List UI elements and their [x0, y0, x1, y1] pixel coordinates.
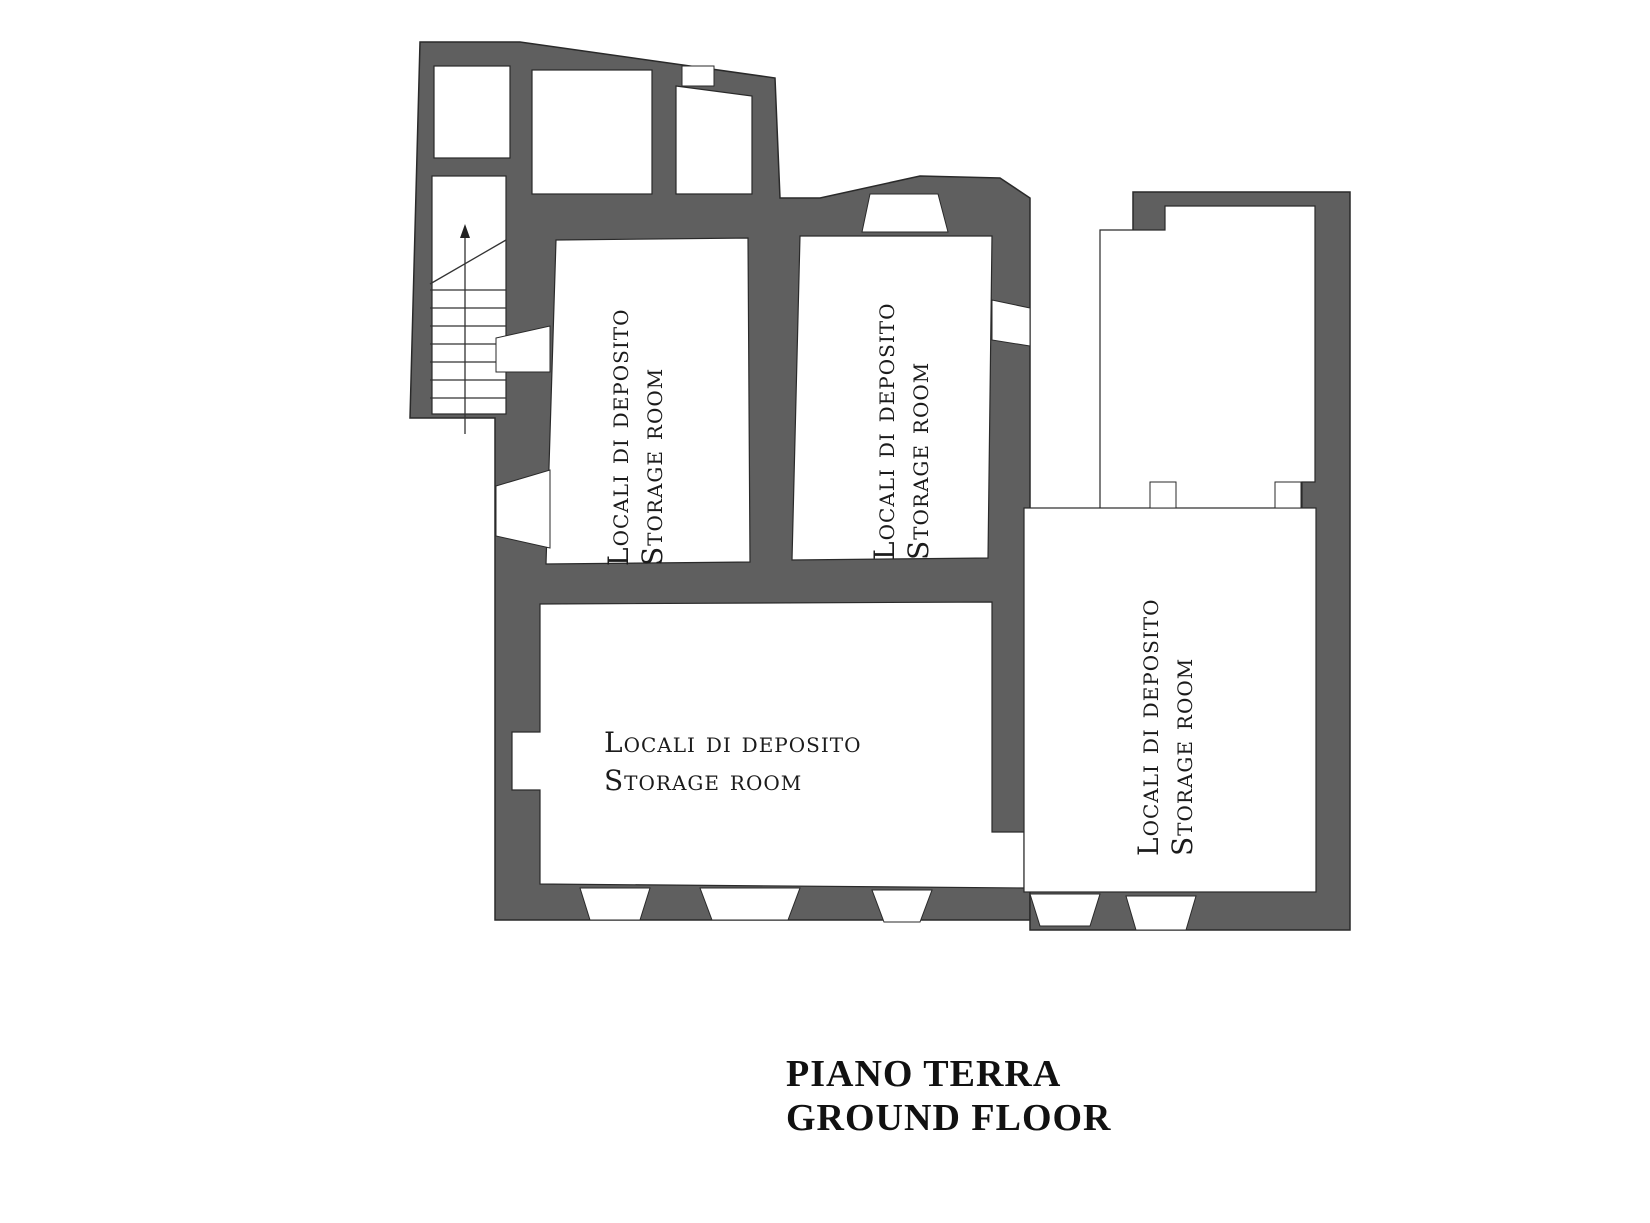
- door-opening: [579, 887, 651, 921]
- right-upper-room: [1099, 205, 1316, 511]
- door-opening: [1029, 893, 1101, 927]
- annex-room-2: [531, 69, 653, 195]
- door-opening: [1149, 481, 1177, 509]
- room-2-label-line2: Storage room: [902, 362, 935, 560]
- room-4-label-line2: Storage room: [1166, 658, 1199, 856]
- door-opening: [1274, 481, 1302, 509]
- window-opening: [495, 469, 551, 549]
- window-opening: [681, 65, 715, 87]
- floor-title: PIANO TERRA GROUND FLOOR: [786, 1052, 1112, 1140]
- storage-room-3: [511, 601, 1025, 889]
- stair-room: [431, 175, 507, 415]
- annex-room-1: [433, 65, 511, 159]
- storage-room-1: [545, 237, 751, 565]
- window-opening: [991, 299, 1031, 347]
- door-opening: [871, 889, 933, 923]
- room-3-label-line2: Storage room: [604, 764, 802, 797]
- stair-arrow-icon: [460, 224, 470, 238]
- room-1-label-line2: Storage room: [636, 368, 669, 566]
- floor-title-italian: PIANO TERRA: [786, 1053, 1062, 1095]
- door-opening: [1125, 895, 1197, 931]
- room-2-label-line1: Locali di deposito: [868, 303, 901, 560]
- room-4-label-line1: Locali di deposito: [1132, 599, 1165, 856]
- room-1-label-line1: Locali di deposito: [602, 309, 635, 566]
- staircase: [429, 224, 507, 434]
- storage-room-2: [791, 235, 993, 561]
- annex-room-3: [675, 85, 753, 195]
- door-opening: [699, 887, 801, 921]
- door-opening: [861, 193, 949, 233]
- floor-title-english: GROUND FLOOR: [786, 1097, 1112, 1139]
- storage-room-4: [1023, 507, 1317, 893]
- window-opening: [495, 325, 551, 373]
- room-3-label-line1: Locali di deposito: [604, 726, 861, 759]
